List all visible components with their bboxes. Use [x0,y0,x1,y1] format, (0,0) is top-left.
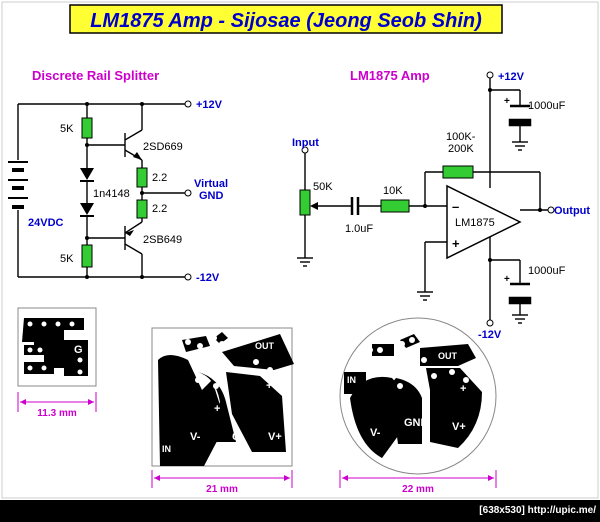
label-2sb649: 2SB649 [143,234,182,246]
battery-label: 24VDC [28,217,64,229]
resistor-feedback [442,165,474,179]
small-pcb-dim-label: 11.3 mm [37,408,77,419]
amp-heading: LM1875 Amp [350,68,430,83]
mid-pcb-out: OUT [255,341,275,351]
ground-symbols [297,141,528,324]
round-pcb-vminus: V- [370,427,381,439]
amp-minus-rail: -12V [478,329,502,341]
round-pcb-gnd: GND [404,417,429,429]
input-capacitor [350,197,360,215]
splitter-minus-rail: -12V [196,272,220,284]
diode-pair [80,168,94,217]
label-1n4148: 1n4148 [93,188,130,200]
cap-in-label: 1.0uF [345,223,373,235]
page-background [0,0,600,500]
label-5k-bottom: 5K [60,253,74,265]
mid-pcb-g: G [232,431,241,443]
virtual-gnd-line1: Virtual [194,178,228,190]
lm1875-opamp [446,184,522,260]
round-pcb-out: OUT [438,351,458,361]
splitter-plus-rail: +12V [196,99,223,111]
svg-text:+: + [504,96,510,107]
cap-top-label: 1000uF [528,100,566,112]
resistor-5k-bottom [81,244,93,268]
resistor-2r2-top [136,167,148,188]
supply-capacitors [508,104,532,305]
battery-symbol [8,161,28,209]
small-pcb-dimension [17,392,97,412]
virtual-gnd-line2: GND [199,190,224,202]
footer-watermark: [638x530] http://upic.me/ [479,505,596,516]
label-2r2-top: 2.2 [152,172,167,184]
opamp-label: LM1875 [455,217,495,229]
pcb-square-amp: OUT + + IN V- G V+ [151,327,294,467]
svg-text:+: + [504,274,510,285]
resistor-5k-top [81,117,93,139]
mid-pcb-dimension [151,470,293,488]
round-pcb-dim-label: 22 mm [402,484,434,495]
round-pcb-vplus: V+ [452,421,466,433]
small-pcb-g: G [74,344,83,356]
title-bar [69,4,503,34]
page-title: LM1875 Amp - Sijosae (Jeong Seob Shin) [90,10,482,32]
splitter-heading: Discrete Rail Splitter [32,68,159,83]
pcb-round-amp: OUT IN + V- GND V+ [339,317,497,475]
r-fb-label-1: 100K- [446,131,476,143]
round-pcb-dimension [339,470,497,488]
amp-plus-rail: +12V [498,71,525,83]
opamp-minus: – [452,199,459,214]
mid-pcb-plus2: + [214,403,220,415]
mid-pcb-plus1: + [266,380,272,392]
opamp-plus: + [452,236,460,251]
r-in-label: 10K [383,185,403,197]
mid-pcb-vplus: V+ [268,431,282,443]
input-label: Input [292,137,319,149]
r-fb-label-2: 200K [448,143,474,155]
pcb-small-splitter: G [17,307,97,387]
potentiometer-50k [299,189,311,216]
cap-bottom-label: 1000uF [528,265,566,277]
label-5k-top: 5K [60,123,74,135]
mid-pcb-dim-label: 21 mm [206,484,238,495]
resistor-2r2-bottom [136,199,148,219]
mid-pcb-in: IN [162,444,171,454]
pot-label: 50K [313,181,333,193]
round-pcb-plus: + [460,383,466,395]
amp-wires [304,78,548,320]
output-label: Output [554,205,590,217]
label-2sd669: 2SD669 [143,141,183,153]
resistor-10k [380,199,410,213]
label-2r2-bottom: 2.2 [152,203,167,215]
round-pcb-in: IN [347,375,356,385]
mid-pcb-vminus: V- [190,431,201,443]
